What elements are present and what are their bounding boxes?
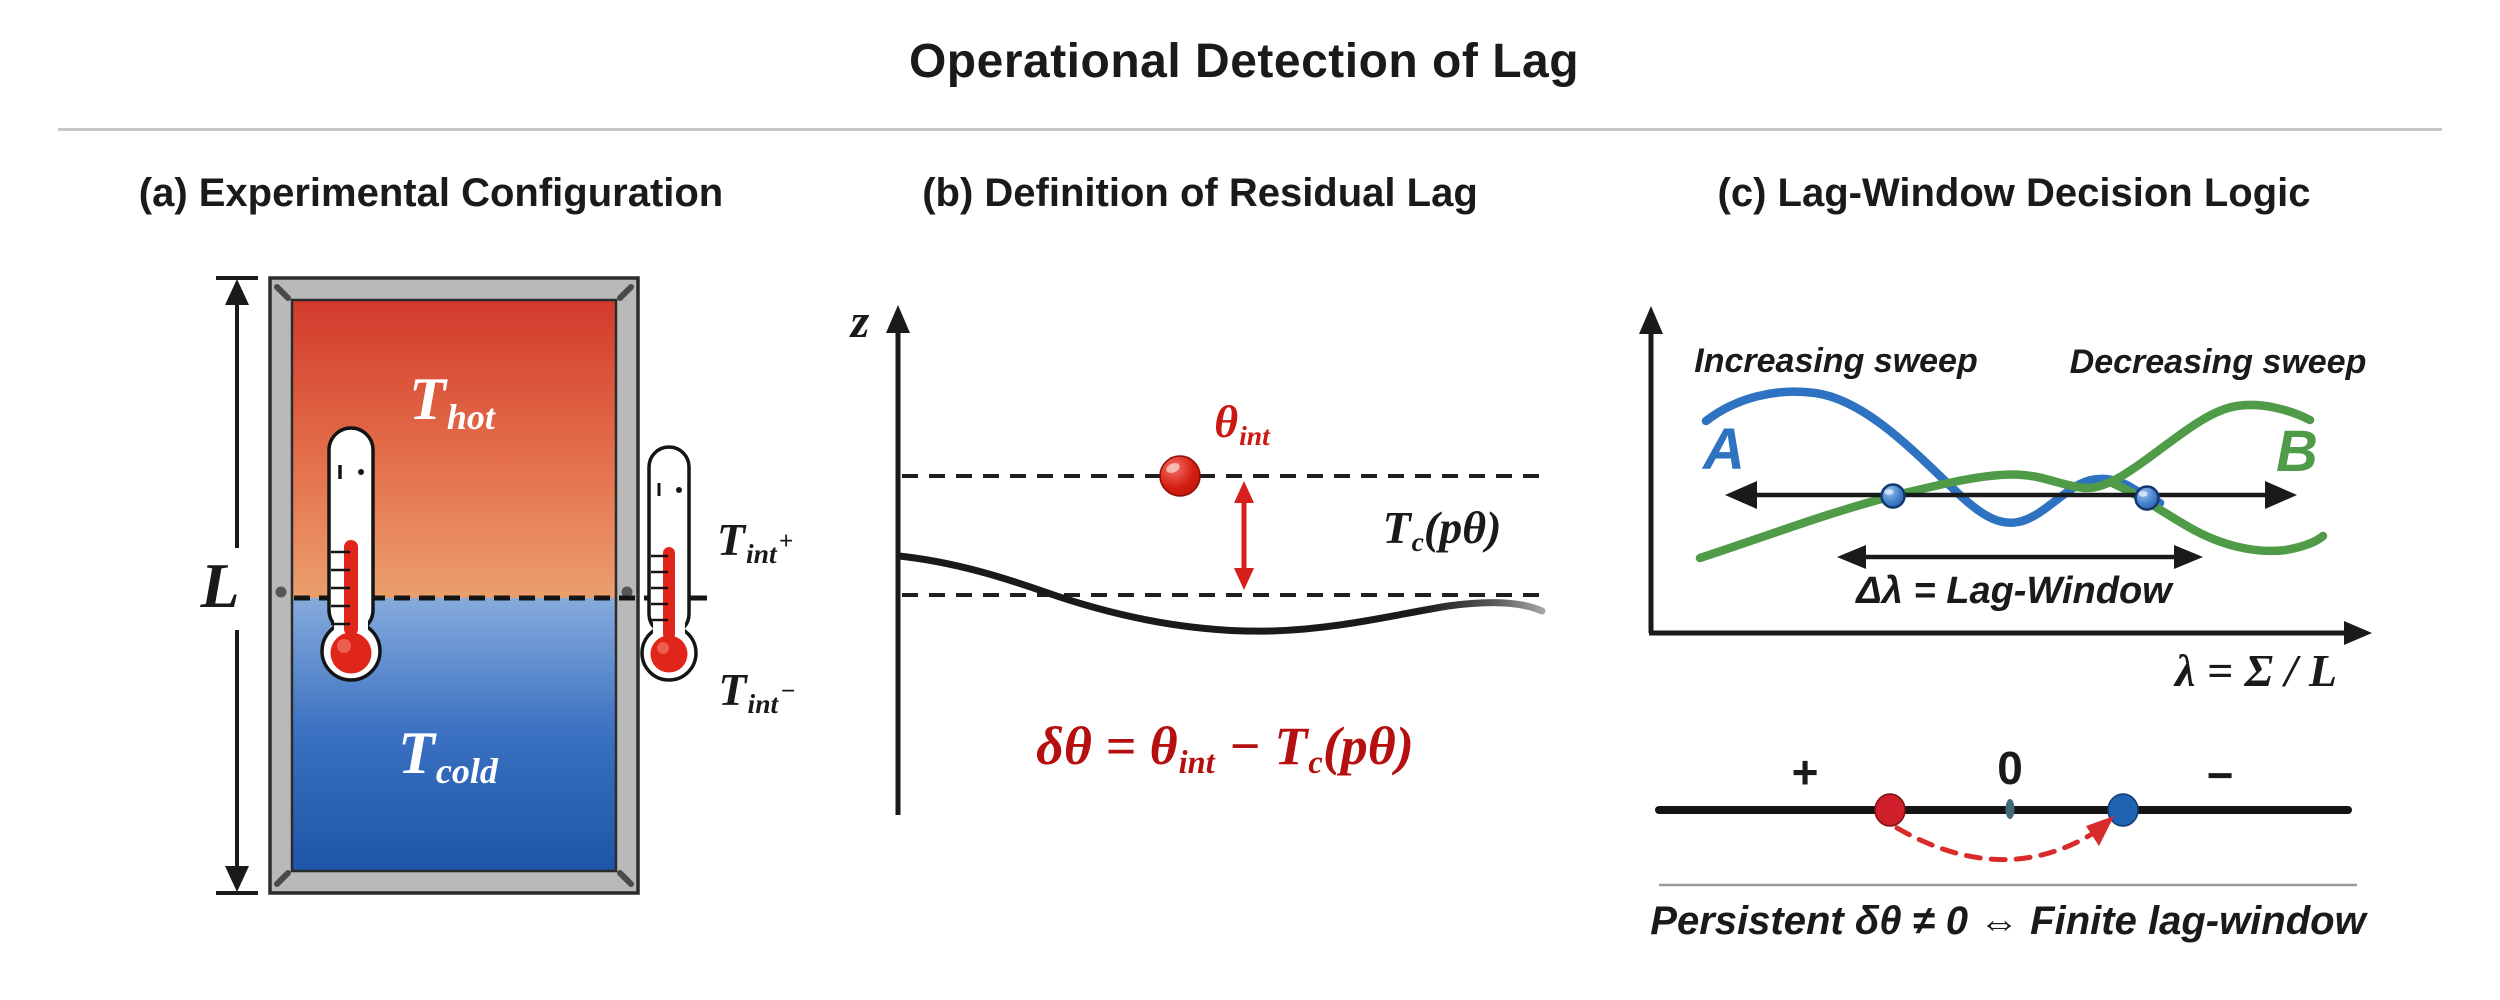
residual-gap-arrow bbox=[1234, 481, 1254, 590]
frame-screws bbox=[274, 284, 634, 887]
transition-arc-arrow bbox=[1894, 816, 2114, 863]
thermometer-inner bbox=[320, 426, 382, 682]
sign-number-line bbox=[1655, 793, 2352, 827]
theta-int-point bbox=[1159, 455, 1201, 497]
side-screw-right bbox=[621, 586, 633, 598]
thermometer-outer bbox=[640, 445, 698, 682]
thermometer-ticks bbox=[331, 550, 350, 626]
probe-above-label: Tint+ bbox=[716, 514, 794, 569]
decreasing-sweep-label: Decreasing sweep bbox=[2069, 343, 2367, 381]
x-axis-label: λ = Σ / L bbox=[2175, 645, 2337, 696]
conclusion-text: Persistent δθ ≠ 0 ⇔ Finite lag-window bbox=[1650, 899, 2366, 943]
panel-a-heading: (a) Experimental Configuration bbox=[138, 171, 724, 215]
lag-span-arrow bbox=[1725, 481, 2297, 509]
length-dimension-arrow bbox=[216, 276, 258, 895]
sign-positive: + bbox=[1791, 746, 1819, 798]
increasing-sweep-label: Increasing sweep bbox=[1694, 342, 1978, 380]
sweep-axes bbox=[1639, 306, 2372, 645]
curve-decreasing-sweep bbox=[1695, 400, 2315, 563]
curve-increasing-sweep bbox=[1701, 387, 2165, 527]
negative-state-dot bbox=[2107, 793, 2139, 827]
sign-negative: − bbox=[2206, 749, 2234, 801]
cold-label: Tcold bbox=[398, 720, 498, 792]
zero-tick bbox=[2005, 799, 2015, 819]
positive-state-dot bbox=[1874, 793, 1906, 827]
crossing-points bbox=[1880, 483, 2160, 511]
title-divider bbox=[58, 128, 2442, 131]
length-label: L bbox=[200, 550, 240, 621]
probe-below-label: Tint− bbox=[718, 664, 796, 719]
curve-b-label: B bbox=[2276, 419, 2318, 484]
sign-zero: 0 bbox=[1997, 742, 2023, 794]
side-screw-left bbox=[275, 586, 287, 598]
theta-int-label: θint bbox=[1214, 396, 1270, 451]
lag-window-arrow bbox=[1837, 545, 2203, 569]
thermometer-ticks bbox=[651, 554, 668, 622]
figure-title: Operational Detection of Lag bbox=[908, 35, 1580, 88]
z-axis bbox=[886, 305, 910, 815]
z-axis-label: z bbox=[850, 295, 870, 348]
panel-c-heading: (c) Lag-Window Decision Logic bbox=[1717, 171, 2311, 215]
hot-label: Thot bbox=[409, 366, 495, 438]
curve-a-label: A bbox=[1703, 417, 1745, 482]
conditional-mean-label: Tc(pθ) bbox=[1382, 502, 1502, 557]
residual-formula: δθ = θint − Tc(pθ) bbox=[1036, 716, 1414, 782]
conditional-mean-curve bbox=[895, 552, 1546, 635]
lag-window-label: Δλ = Lag-Window bbox=[1856, 570, 2172, 612]
panel-b-heading: (b) Definition of Residual Lag bbox=[922, 171, 1478, 215]
